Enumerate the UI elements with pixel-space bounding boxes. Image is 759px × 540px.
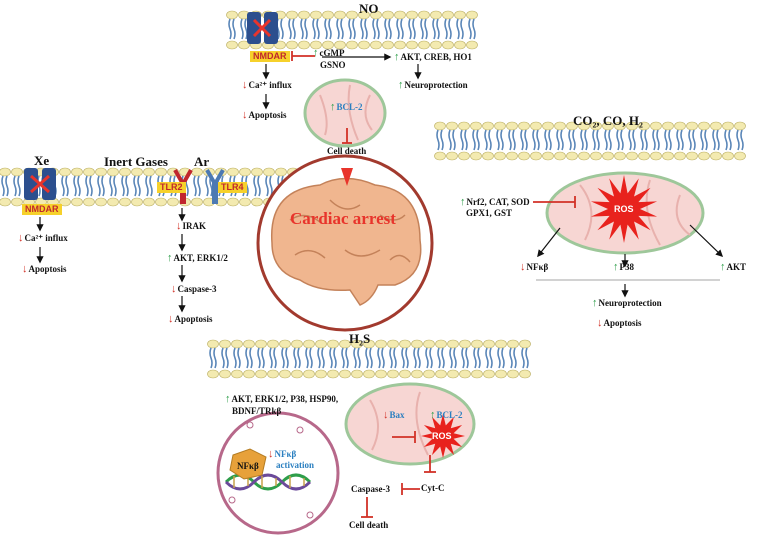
title-co2-co-h2: CO₂, CO, H₂ xyxy=(573,113,643,128)
inhibition-lines xyxy=(291,51,576,518)
title-inert-gases: Inert Gases xyxy=(104,154,168,169)
h2s-ros-label: ROS xyxy=(432,431,452,441)
xe-apoptosis-label: ↓Apoptosis xyxy=(22,263,67,275)
xe-nmdar-tag: NMDAR xyxy=(22,204,62,215)
no-mitochondrion xyxy=(303,78,387,148)
no-apoptosis-label: ↓Apoptosis xyxy=(242,109,287,121)
gas-p38-label: ↑P38 xyxy=(613,261,634,273)
h2s-mitochondrion xyxy=(344,382,476,466)
no-ca-influx-label: ↓Ca²⁺ influx xyxy=(242,79,292,91)
tlr2-tag: TLR2 xyxy=(157,182,186,193)
no-akt-label: ↑AKT, CREB, HO1 xyxy=(394,51,472,63)
gas-ros-star-icon xyxy=(590,175,658,243)
gas-neuroprotection-label: ↑Neuroprotection xyxy=(592,297,662,309)
h2s-caspase-label: Caspase-3 xyxy=(351,484,391,494)
brain-icon xyxy=(256,154,434,332)
ar-apoptosis-label: ↓Apoptosis xyxy=(168,313,213,325)
nfkb-hexagon-icon xyxy=(229,448,267,480)
h2s-bcl2-label: ↑BCL-2 xyxy=(430,409,463,421)
no-gsno-label: GSNO xyxy=(320,60,346,70)
cardiac-arrest-label: Cardiac arrest xyxy=(290,209,396,228)
title-h2s: H₂S xyxy=(349,331,371,346)
nucleus-vesicle xyxy=(216,411,340,535)
h2s-list-line1: ↑AKT, ERK1/2, P38, HSP90, xyxy=(225,393,339,405)
title-ar: Ar xyxy=(194,154,210,169)
gas-membrane xyxy=(434,121,746,161)
xe-ca-influx-label: ↓Ca²⁺ influx xyxy=(18,232,68,244)
gas-akt-label: ↑AKT xyxy=(720,261,747,273)
no-nmdar-tag: NMDAR xyxy=(250,51,290,62)
gas-ros-label: ROS xyxy=(614,204,634,214)
title-no: NO xyxy=(359,1,379,16)
tlr4-tag: TLR4 xyxy=(218,182,247,193)
h2s-list-line2: BDNF/TRkβ xyxy=(232,406,282,416)
title-xe: Xe xyxy=(34,153,50,168)
h2s-bax-label: ↓Bax xyxy=(383,409,405,421)
tlr4-receptor-icon xyxy=(205,169,225,204)
gas-apoptosis-label: ↓Apoptosis xyxy=(597,317,642,329)
h2s-nfkb-label: NFκβ xyxy=(237,461,259,471)
ar-akt-label: ↑AKT, ERK1/2 xyxy=(167,252,228,264)
pathway-arrows xyxy=(36,53,724,313)
ar-caspase-label: ↓Caspase-3 xyxy=(171,283,217,295)
no-cell-death-label: Cell death xyxy=(327,146,367,156)
h2s-ros-star-icon xyxy=(421,414,465,458)
no-bcl2-label: ↑BCL-2 xyxy=(330,101,363,113)
h2s-nfkb-activation-label: ↓NFκβ xyxy=(268,448,297,460)
no-neuroprotection-label: ↑Neuroprotection xyxy=(398,79,468,91)
no-cgmp-label: ↑cGMP xyxy=(313,47,345,59)
gas-gpx-label: GPX1, GST xyxy=(466,208,513,218)
h2s-membrane xyxy=(207,339,531,379)
h2s-nfkb-activation-label2: activation xyxy=(276,460,314,470)
gas-nfkb-label: ↓NFκβ xyxy=(520,261,549,273)
xe-nmdar-channel-icon xyxy=(24,168,56,200)
no-nmdar-channel-icon xyxy=(247,12,278,44)
gas-nrf2-label: ↑Nrf2, CAT, SOD xyxy=(460,196,530,208)
h2s-cell-death-label: Cell death xyxy=(349,520,389,530)
h2s-cytc-label: Cyt-C xyxy=(421,483,445,493)
ar-irak-label: ↓IRAK xyxy=(176,220,207,232)
